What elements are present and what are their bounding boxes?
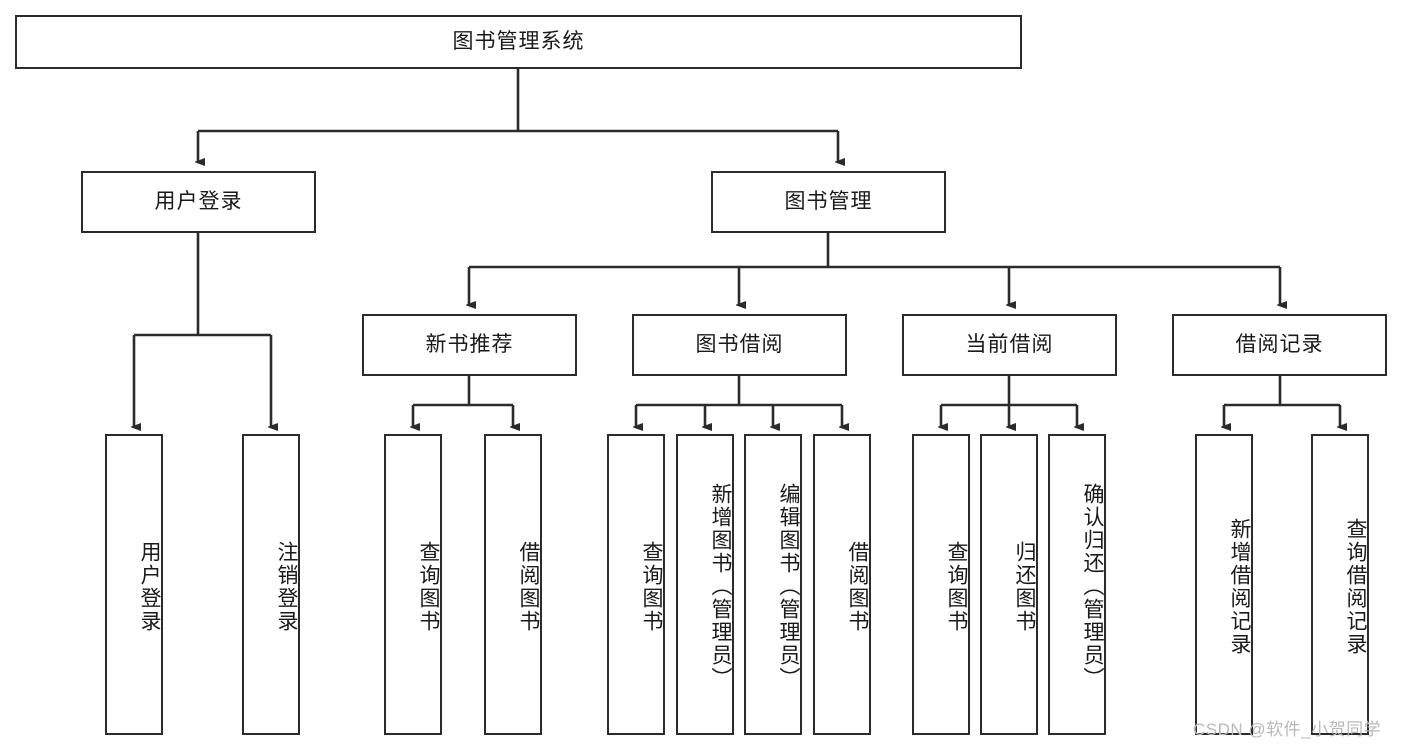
leaf-book-borrow-borrow[interactable]: 借阅图书 xyxy=(813,434,871,735)
leaf-user-login-login-label: 用户登录 xyxy=(138,540,161,633)
leaf-new-book-query[interactable]: 查询图书 xyxy=(384,434,442,735)
leaf-book-borrow-edit[interactable]: 编辑图书（管理员） xyxy=(744,434,802,735)
leaf-book-borrow-edit-label: 编辑图书（管理员） xyxy=(777,483,800,690)
leaf-borrow-record-query-label: 查询借阅记录 xyxy=(1344,517,1367,656)
node-new-book-recommend-label: 新书推荐 xyxy=(425,332,514,356)
leaf-book-borrow-query-label: 查询图书 xyxy=(640,540,663,633)
node-book-borrow-label: 图书借阅 xyxy=(695,332,784,356)
leaf-book-borrow-borrow-label: 借阅图书 xyxy=(846,540,869,633)
node-root-system-label: 图书管理系统 xyxy=(452,29,585,53)
leaf-user-login-logout-label: 注销登录 xyxy=(275,540,298,633)
leaf-current-borrow-confirm[interactable]: 确认归还（管理员） xyxy=(1048,434,1106,735)
leaf-borrow-record-add[interactable]: 新增借阅记录 xyxy=(1195,434,1253,735)
node-borrow-record-label: 借阅记录 xyxy=(1235,332,1324,356)
node-root-system[interactable]: 图书管理系统 xyxy=(15,15,1022,69)
node-current-borrow[interactable]: 当前借阅 xyxy=(902,314,1117,376)
node-user-login-label: 用户登录 xyxy=(154,189,243,213)
leaf-book-borrow-add-label: 新增图书（管理员） xyxy=(709,483,732,690)
leaf-user-login-logout[interactable]: 注销登录 xyxy=(242,434,300,735)
node-borrow-record[interactable]: 借阅记录 xyxy=(1172,314,1387,376)
csdn-watermark: CSDN @软件_小贺同学 xyxy=(1193,720,1382,739)
leaf-user-login-login[interactable]: 用户登录 xyxy=(105,434,163,735)
leaf-book-borrow-query[interactable]: 查询图书 xyxy=(607,434,665,735)
leaf-current-borrow-confirm-label: 确认归还（管理员） xyxy=(1081,483,1104,690)
node-user-login[interactable]: 用户登录 xyxy=(81,171,316,233)
node-new-book-recommend[interactable]: 新书推荐 xyxy=(362,314,577,376)
leaf-book-borrow-add[interactable]: 新增图书（管理员） xyxy=(676,434,734,735)
node-current-borrow-label: 当前借阅 xyxy=(965,332,1054,356)
leaf-borrow-record-add-label: 新增借阅记录 xyxy=(1228,517,1251,656)
leaf-borrow-record-query[interactable]: 查询借阅记录 xyxy=(1311,434,1369,735)
leaf-current-borrow-return[interactable]: 归还图书 xyxy=(980,434,1038,735)
node-book-management[interactable]: 图书管理 xyxy=(711,171,946,233)
leaf-new-book-query-label: 查询图书 xyxy=(417,540,440,633)
leaf-new-book-borrow[interactable]: 借阅图书 xyxy=(484,434,542,735)
leaf-new-book-borrow-label: 借阅图书 xyxy=(517,540,540,633)
leaf-current-borrow-return-label: 归还图书 xyxy=(1013,540,1036,633)
leaf-current-borrow-query[interactable]: 查询图书 xyxy=(912,434,970,735)
node-book-borrow[interactable]: 图书借阅 xyxy=(632,314,847,376)
node-book-management-label: 图书管理 xyxy=(784,189,873,213)
leaf-current-borrow-query-label: 查询图书 xyxy=(945,540,968,633)
